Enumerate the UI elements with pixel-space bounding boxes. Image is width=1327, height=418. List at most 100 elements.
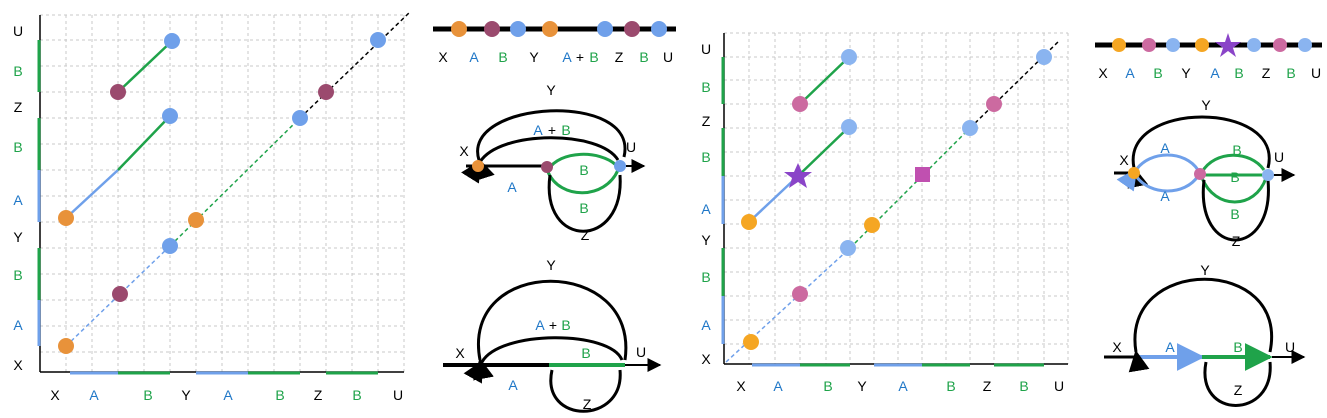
- panel3-x-labels: X A B Y A B Z B U: [736, 378, 1064, 394]
- edge-label: B: [581, 345, 590, 361]
- edge-label: A: [535, 317, 545, 333]
- seq-label: B: [1286, 65, 1295, 81]
- panel3-square-marker: [915, 167, 930, 182]
- edge-label: B: [579, 162, 588, 178]
- tick-label: U: [393, 387, 403, 403]
- edge-label: B: [561, 122, 570, 138]
- seq-label: B: [1153, 65, 1162, 81]
- panel3-dot: [841, 49, 857, 65]
- node-label: X: [455, 345, 465, 361]
- node-label: U: [626, 139, 636, 155]
- panel1-dot: [110, 84, 126, 100]
- edge-label: Y: [546, 82, 556, 98]
- edge-label: Y: [1200, 262, 1210, 278]
- node-label: X: [1119, 152, 1129, 168]
- panel1-dot: [58, 210, 74, 226]
- seq-label: A: [562, 49, 572, 65]
- tick-label: B: [946, 378, 955, 394]
- seq-label: A: [469, 49, 479, 65]
- tick-label: X: [50, 387, 60, 403]
- panel3-dot: [962, 120, 978, 136]
- tick-label: U: [1054, 378, 1064, 394]
- edge-label: Z: [583, 396, 592, 412]
- edge-label: +: [549, 317, 557, 333]
- tick-label: Z: [983, 378, 992, 394]
- panel1-dot: [318, 84, 334, 100]
- panel3-dot: [841, 119, 857, 135]
- edge-label: A: [533, 122, 543, 138]
- tick-label: B: [1019, 378, 1028, 394]
- edge-label: A: [1160, 140, 1170, 156]
- panel3-dot: [792, 96, 808, 112]
- panel4-graph2: Y X U A B Z: [1104, 262, 1306, 407]
- tick-label: B: [352, 387, 361, 403]
- panel1-dot: [164, 33, 180, 49]
- seq-label: Y: [1181, 65, 1191, 81]
- tick-label: B: [701, 269, 710, 285]
- seq-label: +: [576, 49, 584, 65]
- edge-label: A: [1160, 188, 1170, 204]
- panel4-graph1: Y X U A A B B B Z: [1114, 97, 1296, 249]
- tick-label: Y: [181, 387, 191, 403]
- panel1-dot: [188, 212, 204, 228]
- panel3-dot: [840, 240, 856, 256]
- edge-label: B: [579, 200, 588, 216]
- tick-label: A: [701, 201, 711, 217]
- tick-label: B: [701, 149, 710, 165]
- tick-label: Y: [857, 378, 867, 394]
- tick-label: B: [13, 63, 22, 79]
- seq-label: X: [1098, 65, 1108, 81]
- tick-label: X: [13, 357, 23, 373]
- panel1-dot: [162, 238, 178, 254]
- tick-label: A: [701, 317, 711, 333]
- edge-label: B: [1232, 142, 1241, 158]
- panel1-dot: [162, 108, 178, 124]
- edge-label: Z: [1232, 233, 1241, 249]
- node-label: U: [636, 344, 646, 360]
- panel1-dot-x: [58, 338, 74, 354]
- seq-label: B: [639, 49, 648, 65]
- seq-label: A: [1210, 65, 1220, 81]
- tick-label: B: [275, 387, 284, 403]
- panel3-dot: [864, 217, 880, 233]
- panel3-axis-segments: [721, 57, 1044, 367]
- panel3-dot: [1036, 49, 1052, 65]
- panel1-y-labels: U B Z B A Y B A X: [13, 23, 23, 373]
- panel1-dot: [292, 110, 308, 126]
- tick-label: X: [701, 351, 711, 367]
- panel3-grid: [724, 32, 1069, 364]
- panel3-star-marker: [784, 163, 812, 188]
- edge-label: A: [508, 377, 518, 393]
- edge-label: A: [507, 179, 517, 195]
- node-label: U: [1285, 339, 1295, 355]
- node-label: U: [1274, 149, 1284, 165]
- tick-label: U: [13, 23, 23, 39]
- seq-label: B: [1234, 65, 1243, 81]
- seq-label: U: [1311, 65, 1321, 81]
- tick-label: A: [13, 317, 23, 333]
- panel3-dot: [986, 96, 1002, 112]
- edge-label: A: [1165, 339, 1175, 355]
- tick-label: B: [143, 387, 152, 403]
- panel2-graph1: Y A + B X U A B B Z: [459, 82, 646, 243]
- tick-label: Z: [314, 387, 323, 403]
- tick-label: A: [773, 378, 783, 394]
- seq-label: X: [438, 49, 448, 65]
- panel3-dot: [743, 334, 759, 350]
- panel1-grid: [40, 14, 405, 372]
- tick-label: Y: [13, 229, 23, 245]
- panel3-y-labels: U B Z B A Y B A X: [701, 41, 711, 367]
- panel3-dot: [741, 214, 757, 230]
- tick-label: B: [13, 139, 22, 155]
- panel2-graph2: Y A + B X U A B Z: [443, 257, 662, 413]
- panel1-dot: [112, 286, 128, 302]
- seq-label: Z: [1262, 65, 1271, 81]
- tick-label: A: [223, 387, 233, 403]
- edge-label: Z: [581, 227, 590, 243]
- panel1-dotplot: X A B Y A B Z B U U B Z B A Y B A X: [13, 11, 411, 403]
- edge-label: Y: [1201, 97, 1211, 113]
- tick-label: Z: [702, 113, 711, 129]
- tick-label: A: [13, 192, 23, 208]
- seq-label: B: [498, 49, 507, 65]
